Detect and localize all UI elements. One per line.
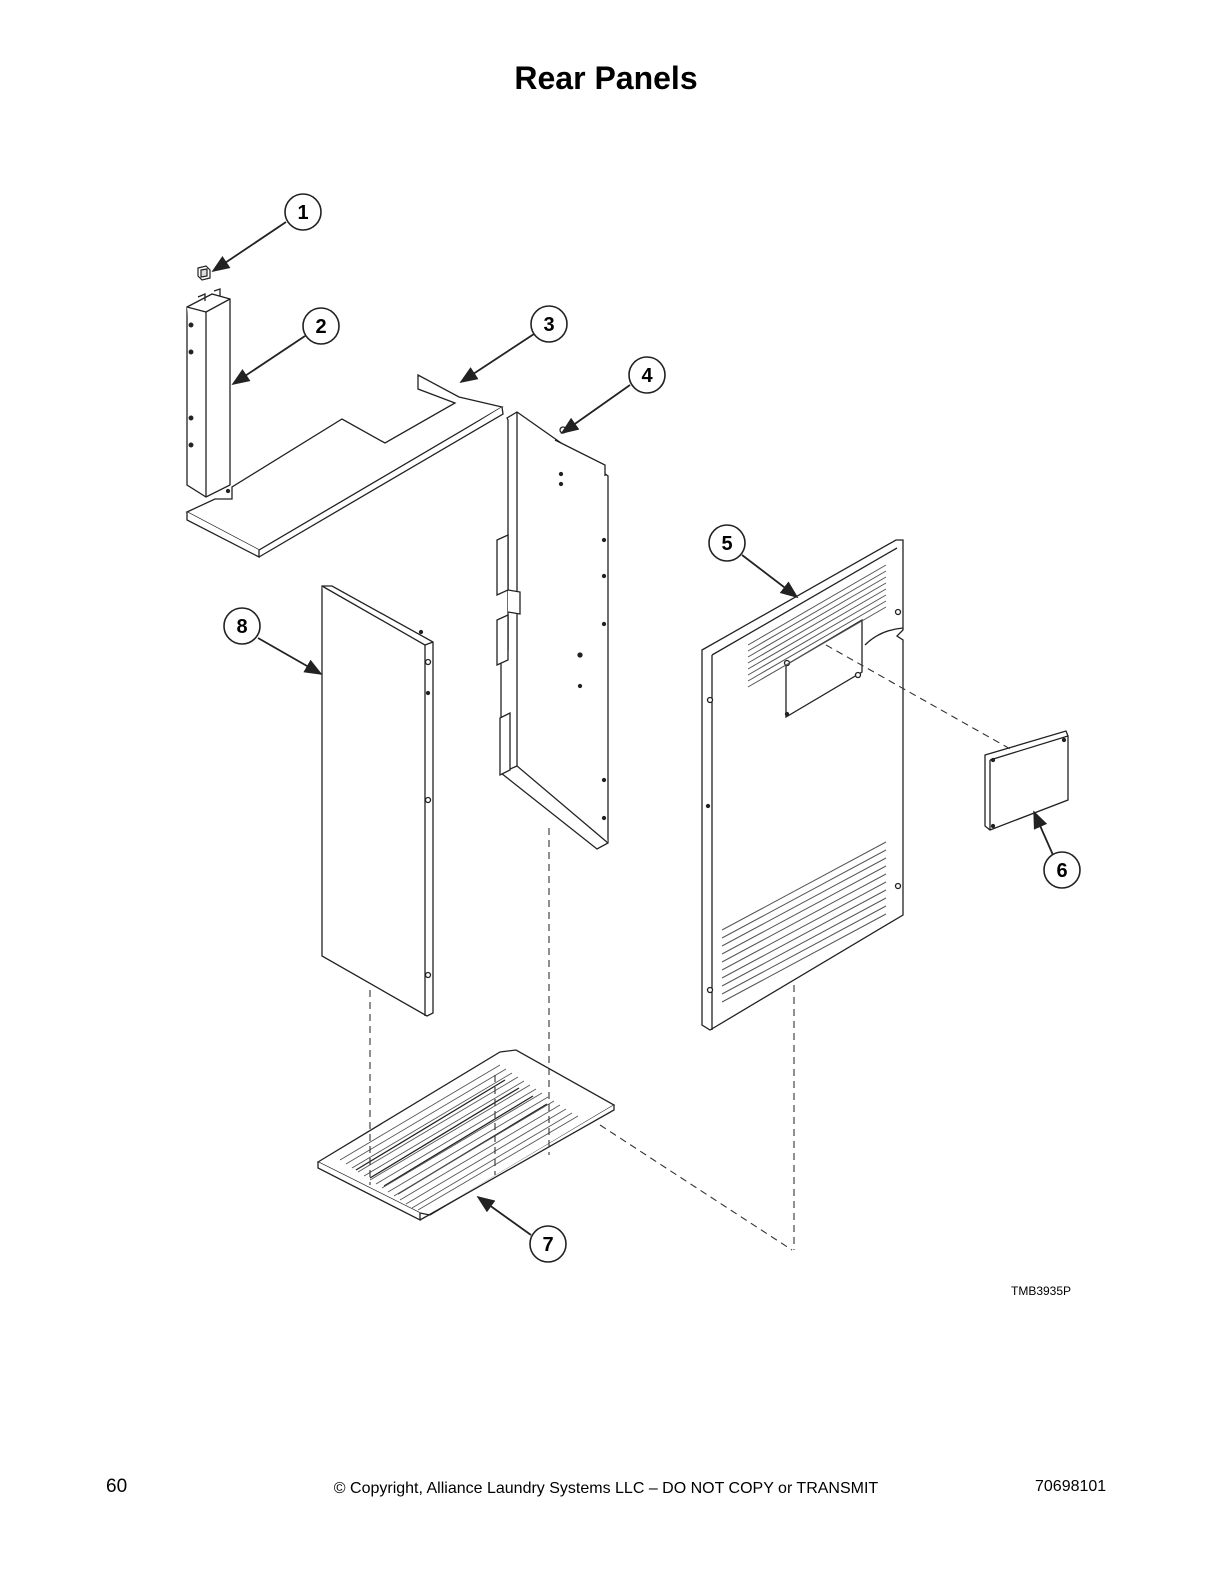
part-3-top-plate (185, 373, 504, 559)
callout-number: 6 (1056, 860, 1067, 882)
figure-code: TMB3935P (1011, 1284, 1072, 1298)
part-7-base-tray (316, 1049, 616, 1222)
part-4-inner-panel (496, 411, 609, 850)
callout-3: 3 (530, 305, 568, 343)
part-2-channel (186, 288, 231, 498)
callout-7: 7 (529, 1225, 567, 1263)
callout-number: 1 (297, 202, 308, 224)
callout-number: 8 (236, 616, 247, 638)
page-number: 60 (106, 1476, 128, 1497)
leader-arrows (211, 221, 1054, 1236)
callout-number: 3 (543, 314, 554, 336)
callout-8: 8 (223, 607, 261, 645)
callout-number: 7 (542, 1234, 553, 1256)
part-6-cover-plate (984, 730, 1069, 831)
part-5-rear-panel (701, 539, 904, 1031)
callout-4: 4 (628, 356, 666, 394)
tray-vent-slots (339, 1064, 579, 1211)
callout-number: 4 (641, 365, 653, 387)
callout-number: 2 (315, 316, 326, 338)
part-8-side-panel (321, 585, 434, 1017)
page-title: Rear Panels (514, 60, 698, 96)
callout-6: 6 (1043, 851, 1081, 889)
copyright-notice: © Copyright, Alliance Laundry Systems LL… (333, 1480, 879, 1497)
callout-2: 2 (302, 307, 340, 345)
callout-1: 1 (284, 193, 322, 231)
document-number: 70698101 (1035, 1478, 1107, 1495)
lower-vent-slots (721, 841, 887, 1003)
part-1-clip (197, 265, 211, 281)
callout-number: 5 (721, 533, 732, 555)
assembly-guide-lines (369, 644, 1013, 1251)
upper-vent-slots (747, 564, 887, 688)
callout-5: 5 (708, 524, 746, 562)
